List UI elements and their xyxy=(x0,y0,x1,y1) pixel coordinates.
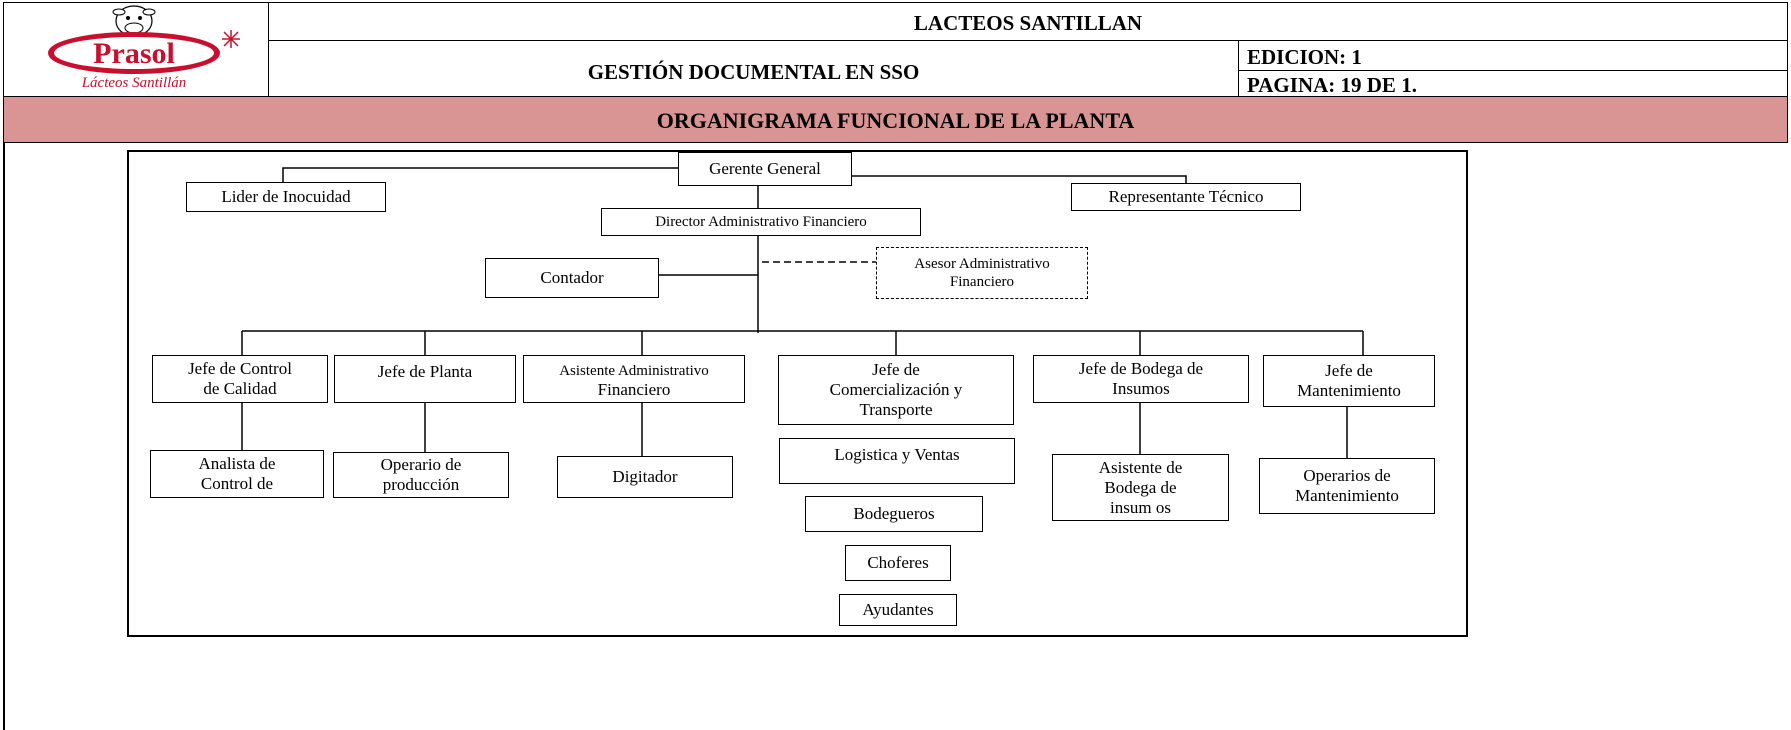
svg-text:Lácteos Santillán: Lácteos Santillán xyxy=(81,75,187,91)
logo-cell: Prasol Lácteos Santillán xyxy=(4,3,269,96)
box-logistica-ventas: Logistica y Ventas xyxy=(779,438,1015,484)
box-ayudantes: Ayudantes xyxy=(839,594,957,626)
box-digitador: Digitador xyxy=(557,456,733,498)
sparkle-icon xyxy=(222,30,240,48)
page-label: PAGINA: 19 DE 1. xyxy=(1247,73,1417,97)
box-jefe-planta: Jefe de Planta xyxy=(334,355,516,403)
box-lider-inocuidad: Lider de Inocuidad xyxy=(186,182,386,212)
box-representante-tecnico: Representante Técnico xyxy=(1071,183,1301,211)
document-header: Prasol Lácteos Santillán LACTEOS SANTILL… xyxy=(3,2,1788,97)
section-banner: ORGANIGRAMA FUNCIONAL DE LA PLANTA xyxy=(3,97,1788,143)
box-contador: Contador xyxy=(485,258,659,298)
edition-label: EDICION: 1 xyxy=(1239,41,1787,71)
document-title: GESTIÓN DOCUMENTAL EN SSO xyxy=(269,41,1239,96)
box-bodegueros: Bodegueros xyxy=(805,496,983,532)
box-choferes: Choferes xyxy=(845,545,951,581)
org-chart-frame xyxy=(127,150,1468,637)
company-name: LACTEOS SANTILLAN xyxy=(269,3,1787,41)
box-director-administrativo: Director Administrativo Financiero xyxy=(601,208,921,236)
svg-text:Prasol: Prasol xyxy=(93,37,175,70)
box-gerente-general: Gerente General xyxy=(678,152,852,186)
prasol-logo: Prasol Lácteos Santillán xyxy=(48,5,240,91)
left-border xyxy=(3,143,5,730)
